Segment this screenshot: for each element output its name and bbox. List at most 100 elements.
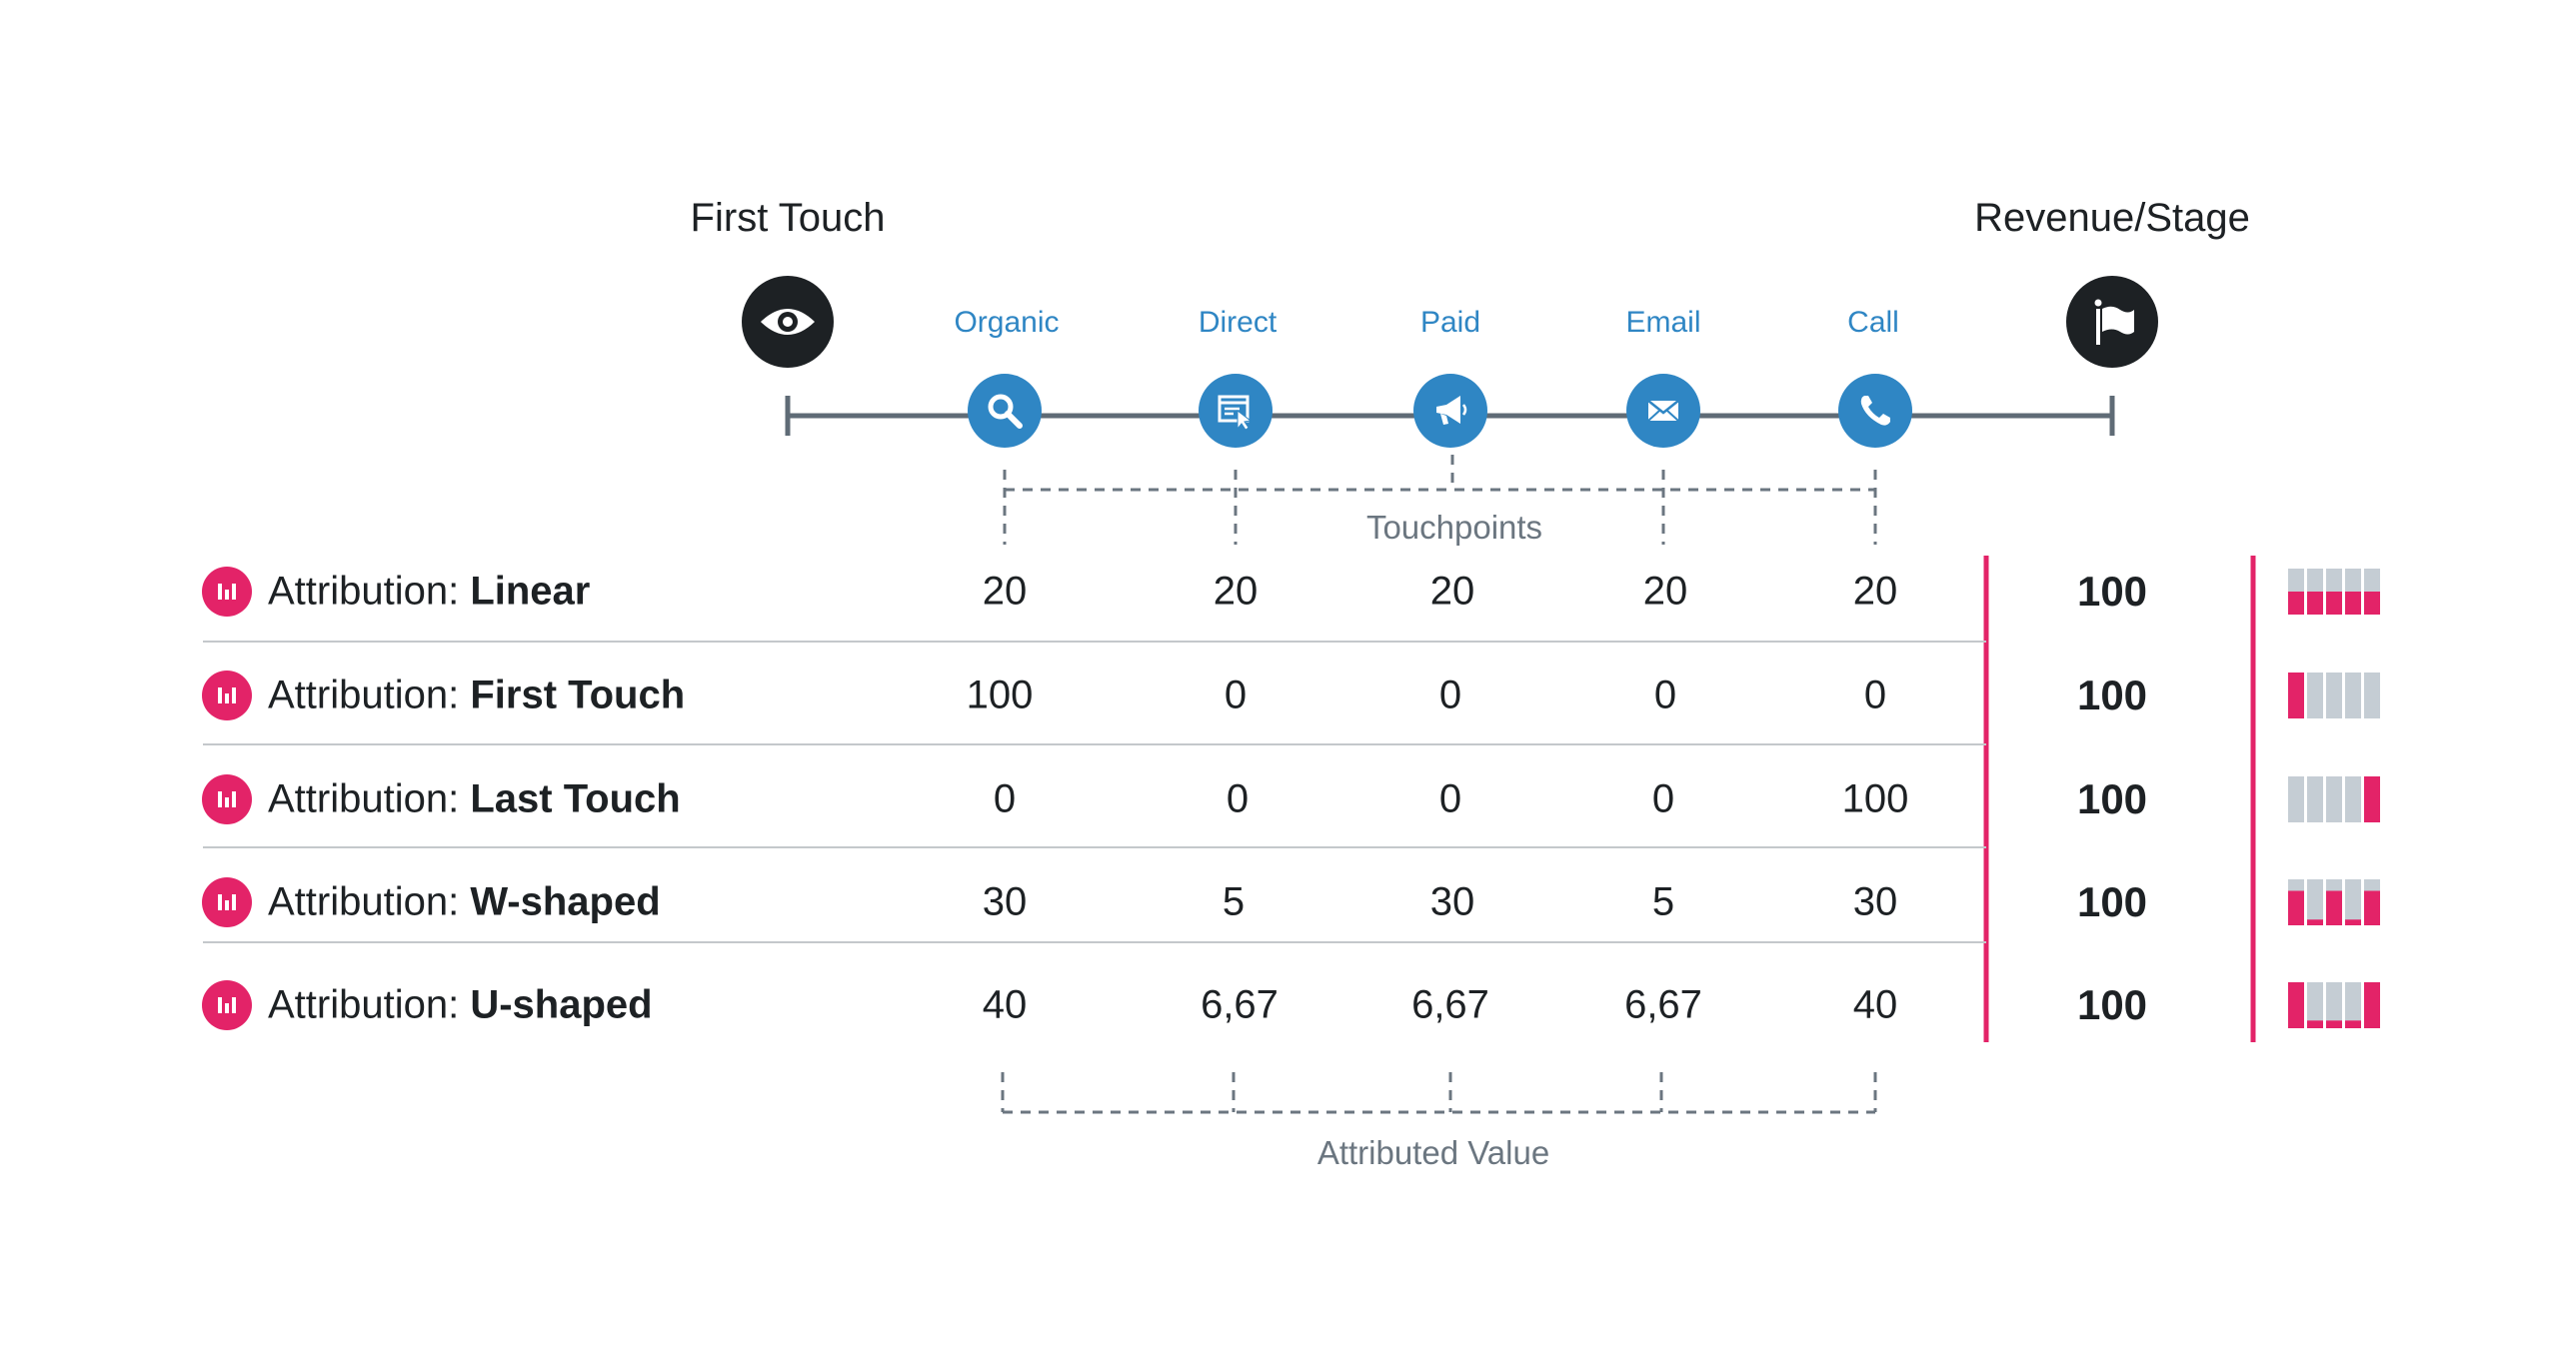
value-cell-call: 30	[1852, 879, 1898, 924]
mini-bar-fill	[2326, 890, 2342, 925]
chart-bars-icon	[202, 877, 252, 927]
mini-bar-track	[2345, 776, 2361, 822]
row-label-prefix: Attribution:	[268, 569, 471, 614]
mini-bar-chart	[2288, 673, 2380, 718]
mini-bar-fill	[2288, 592, 2304, 615]
mini-bar-track	[2288, 776, 2304, 822]
value-cell-email: 0	[1653, 673, 1677, 717]
mini-bar-chart	[2288, 569, 2380, 615]
row-label-prefix: Attribution:	[268, 776, 471, 821]
value-cell-direct: 6,67	[1201, 982, 1279, 1027]
megaphone-icon	[1413, 374, 1487, 448]
mini-bar-track	[2326, 673, 2342, 718]
value-cell-paid: 0	[1438, 673, 1462, 717]
mini-bar-track	[2307, 776, 2323, 822]
mini-bar-fill	[2307, 919, 2323, 925]
value-cell-organic: 20	[982, 569, 1028, 614]
mini-bar-fill	[2326, 592, 2342, 615]
attributed-value-caption: Attributed Value	[1316, 1134, 1550, 1171]
mini-bar-track	[2345, 879, 2361, 925]
row-label-model: First Touch	[470, 673, 686, 717]
chart-bars-icon	[202, 774, 252, 824]
mini-bar-track	[2326, 776, 2342, 822]
mini-bar-track	[2307, 982, 2323, 1028]
value-cell-email: 0	[1651, 776, 1675, 821]
mini-bar-track	[2345, 982, 2361, 1028]
envelope-icon	[1626, 374, 1700, 448]
value-cell-call: 40	[1852, 982, 1898, 1027]
value-cell-organic: 0	[993, 776, 1017, 821]
total-cell: 100	[2076, 568, 2148, 615]
flag-icon	[2066, 276, 2158, 368]
mini-bar-fill	[2288, 890, 2304, 925]
mini-bar-chart	[2288, 776, 2380, 822]
mini-bar-track	[2307, 879, 2323, 925]
mini-bar-fill	[2345, 919, 2361, 925]
mini-bar-fill	[2288, 673, 2304, 718]
total-cell: 100	[2076, 878, 2148, 925]
touchpoint-label-call: Call	[1847, 306, 1899, 339]
row-label-linear: Attribution: Linear	[268, 570, 590, 615]
value-cell-email: 20	[1642, 569, 1688, 614]
value-cell-direct: 0	[1226, 776, 1250, 821]
mini-bar-fill	[2326, 1020, 2342, 1028]
total-cell: 100	[2076, 672, 2148, 718]
row-separator	[203, 846, 1986, 848]
row-label-model: Last Touch	[470, 776, 681, 821]
revenue-stage-header: Revenue/Stage	[1974, 196, 2250, 240]
value-cell-email: 5	[1651, 879, 1675, 924]
value-cell-email: 6,67	[1624, 982, 1702, 1027]
mini-bar-track	[2345, 673, 2361, 718]
mini-bar-fill	[2307, 592, 2323, 615]
touchpoint-label-paid: Paid	[1419, 306, 1481, 339]
value-cell-call: 0	[1863, 673, 1887, 717]
touchpoint-label-email: Email	[1625, 306, 1701, 339]
touchpoints-bracket	[1003, 455, 1877, 545]
touchpoint-label-organic: Organic	[954, 306, 1060, 339]
chart-bars-icon	[202, 567, 252, 617]
row-label-last-touch: Attribution: Last Touch	[268, 777, 681, 822]
value-cell-direct: 0	[1224, 673, 1248, 717]
row-label-prefix: Attribution:	[268, 879, 471, 924]
chart-bars-icon	[202, 671, 252, 720]
value-cell-organic: 100	[966, 673, 1034, 717]
mini-bar-fill	[2364, 776, 2380, 822]
mini-bar-track	[2326, 982, 2342, 1028]
mini-bar-fill	[2364, 592, 2380, 615]
row-label-prefix: Attribution:	[268, 982, 471, 1027]
touchpoints-caption: Touchpoints	[1365, 509, 1543, 546]
mini-bar-chart	[2288, 879, 2380, 925]
row-separator	[203, 941, 1986, 943]
touchpoint-label-direct: Direct	[1198, 306, 1278, 339]
mini-bar-fill	[2307, 1020, 2323, 1028]
row-label-u-shaped: Attribution: U-shaped	[268, 983, 653, 1028]
row-label-model: Linear	[470, 569, 591, 614]
value-cell-call: 100	[1841, 776, 1909, 821]
value-cell-paid: 0	[1438, 776, 1462, 821]
total-cell: 100	[2076, 981, 2148, 1028]
row-label-model: U-shaped	[470, 982, 653, 1027]
row-label-w-shaped: Attribution: W-shaped	[268, 880, 661, 925]
mini-bar-track	[2307, 673, 2323, 718]
value-cell-organic: 30	[982, 879, 1028, 924]
row-label-prefix: Attribution:	[268, 673, 471, 717]
phone-icon	[1838, 374, 1912, 448]
eye-icon	[742, 276, 834, 368]
search-icon	[968, 374, 1042, 448]
row-separator	[203, 641, 1986, 643]
mini-bar-fill	[2345, 1020, 2361, 1028]
mini-bar-fill	[2364, 890, 2380, 925]
value-cell-paid: 20	[1429, 569, 1475, 614]
mini-bar-fill	[2364, 982, 2380, 1028]
mini-bar-fill	[2288, 982, 2304, 1028]
total-cell: 100	[2076, 775, 2148, 822]
row-separator	[203, 743, 1986, 745]
value-cell-direct: 5	[1222, 879, 1246, 924]
mini-bar-chart	[2288, 982, 2380, 1028]
chart-bars-icon	[202, 980, 252, 1030]
browser-click-icon	[1199, 374, 1273, 448]
value-cell-paid: 30	[1429, 879, 1475, 924]
first-touch-header: First Touch	[690, 196, 886, 240]
value-cell-call: 20	[1852, 569, 1898, 614]
